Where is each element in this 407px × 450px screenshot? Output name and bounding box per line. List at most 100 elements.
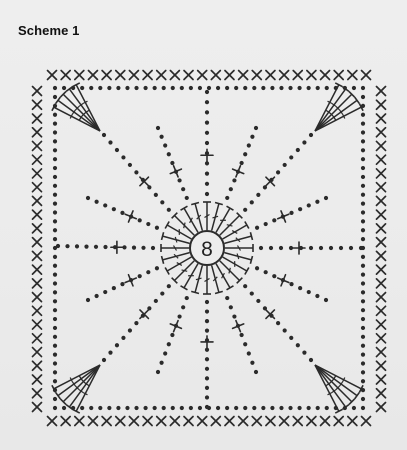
chain-dot	[252, 85, 257, 91]
single-crochet-mark	[101, 69, 112, 81]
chain-dot	[170, 85, 175, 91]
chain-dot	[360, 165, 366, 171]
chain-dot	[204, 328, 210, 333]
chain-dot	[360, 272, 366, 277]
chain-dot	[256, 192, 261, 197]
single-crochet-mark	[183, 69, 194, 81]
chain-dot	[315, 405, 320, 411]
chain-dot	[270, 405, 275, 411]
chain-dot	[360, 361, 366, 366]
double-crochet-stitch	[164, 256, 192, 275]
chain-dot	[360, 254, 366, 259]
chain-dot	[52, 219, 58, 224]
center-ring	[189, 230, 225, 266]
chain-dot	[52, 343, 58, 348]
center-ring-label: 8	[201, 238, 213, 261]
chain-dot	[146, 221, 151, 227]
single-crochet-mark	[375, 291, 387, 303]
chain-dot	[228, 187, 233, 192]
chain-dot	[295, 147, 300, 153]
chain-dot	[360, 183, 366, 188]
chain-dot	[256, 298, 261, 304]
chain-dot	[103, 244, 108, 250]
single-crochet-mark	[114, 69, 126, 81]
chain-dot	[250, 134, 255, 139]
chain-dot	[52, 334, 58, 339]
chain-dot	[308, 132, 314, 138]
double-crochet-stitch	[225, 244, 254, 252]
chain-dot	[184, 195, 189, 201]
spoke-cross-mark	[231, 164, 245, 178]
double-crochet-stitch	[203, 266, 211, 295]
single-crochet-mark	[142, 69, 153, 81]
chain-dot	[360, 263, 366, 268]
chain-dot	[197, 85, 203, 91]
chain-dot	[155, 369, 161, 375]
chain-dot	[52, 396, 58, 402]
chain-dot	[89, 405, 94, 411]
chain-dot	[84, 244, 89, 249]
chain-dot	[306, 289, 311, 295]
chain-dot	[351, 85, 357, 91]
single-crochet-mark	[375, 332, 387, 344]
chain-dot	[197, 405, 203, 411]
single-crochet-mark	[292, 415, 304, 427]
single-crochet-mark	[128, 69, 140, 81]
center-double-crochet-ring	[160, 201, 254, 295]
chain-dot	[302, 140, 307, 145]
chain-dot	[250, 360, 255, 365]
single-crochet-mark	[60, 69, 72, 81]
single-crochet-mark	[196, 415, 208, 427]
chain-dot	[298, 207, 303, 212]
spoke-cross-mark	[124, 273, 138, 287]
chain-dot	[360, 334, 366, 339]
chain-dot	[360, 299, 366, 304]
chain-dot	[204, 385, 210, 391]
double-crochet-stitch	[222, 221, 250, 240]
chain-dot	[143, 85, 148, 91]
chain-dot	[204, 191, 210, 197]
fan-arc	[325, 375, 337, 387]
chain-dot	[150, 245, 156, 251]
chain-dot	[315, 85, 320, 91]
chain-dot	[131, 245, 137, 250]
single-crochet-mark	[169, 69, 181, 81]
chain-dot	[275, 320, 281, 326]
single-crochet-mark	[31, 223, 43, 234]
chain-dot	[80, 405, 85, 411]
chain-dot	[289, 210, 294, 215]
single-crochet-mark	[31, 195, 43, 207]
single-crochet-mark	[333, 415, 345, 427]
single-crochet-mark	[196, 69, 208, 81]
single-crochet-mark	[87, 69, 99, 81]
chain-dot	[243, 342, 248, 347]
single-crochet-mark	[375, 85, 387, 97]
spoke-cross-mark	[231, 319, 245, 333]
single-crochet-mark	[155, 415, 167, 427]
chain-dot	[52, 361, 58, 366]
spoke-cross-mark	[276, 210, 290, 223]
single-crochet-mark	[210, 415, 222, 427]
chain-dot	[204, 395, 210, 400]
chain-dot	[101, 357, 107, 363]
chain-dot	[107, 405, 112, 411]
chain-dot	[360, 343, 366, 348]
double-crochet-stitch	[191, 265, 204, 295]
chain-dot	[360, 405, 366, 411]
single-crochet-mark	[375, 126, 387, 138]
chain-dot	[225, 85, 230, 91]
single-crochet-mark	[73, 415, 85, 427]
chain-dot	[204, 161, 210, 166]
single-crochet-mark	[375, 209, 387, 221]
chain-dot	[52, 254, 58, 259]
single-crochet-mark	[31, 374, 43, 385]
single-crochet-mark	[31, 209, 43, 221]
chain-dot	[243, 152, 248, 157]
single-crochet-mark	[375, 168, 387, 179]
single-crochet-mark	[46, 415, 58, 427]
chain-dot	[252, 405, 257, 411]
chain-dot	[360, 201, 366, 206]
chain-dot	[225, 295, 230, 301]
chain-dot	[328, 245, 334, 251]
single-crochet-mark	[375, 250, 387, 262]
